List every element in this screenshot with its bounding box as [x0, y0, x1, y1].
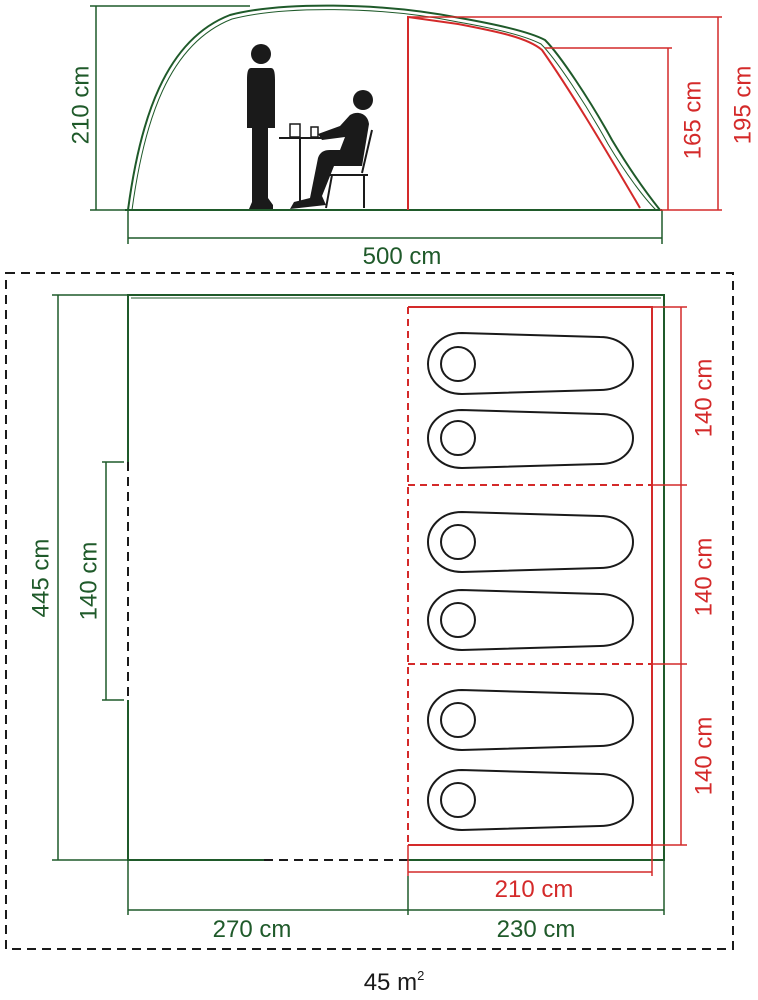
- bedroom-outer-outline: [408, 306, 653, 846]
- height-label: 210 cm: [67, 66, 94, 145]
- sleeping-bag-icon: [426, 768, 635, 832]
- area-value: 45 m: [364, 969, 417, 996]
- sleeping-bag-icon: [426, 688, 635, 752]
- bedroom-3-label: 140 cm: [690, 717, 717, 796]
- depth-label: 445 cm: [27, 539, 54, 618]
- outer-height-label: 195 cm: [729, 66, 756, 145]
- side-view: 210 cm 500 cm 165 cm 195 cm: [67, 4, 756, 270]
- bedroom-width-label: 230 cm: [497, 916, 576, 943]
- bedroom-inner-label: 210 cm: [495, 876, 574, 903]
- table-icon: [279, 123, 322, 206]
- area-label: 45 m2: [364, 968, 425, 996]
- tent-side-outline-inner: [131, 9, 657, 211]
- sleeping-bag-icon: [426, 588, 635, 652]
- chair-icon: [325, 129, 373, 209]
- tent-side-outline: [127, 4, 661, 211]
- floor-plan: 445 cm 140 cm: [5, 272, 734, 996]
- sleeping-bag-icon: [426, 331, 635, 396]
- living-width-label: 270 cm: [213, 916, 292, 943]
- sleeping-bags: [426, 331, 635, 832]
- sleeping-bag-icon: [426, 408, 635, 470]
- standing-person-icon: [247, 44, 275, 209]
- bedroom-side-outline: [407, 15, 641, 210]
- bedroom-height-label: 165 cm: [679, 81, 706, 160]
- seated-person-icon: [290, 90, 373, 209]
- area-superscript: 2: [417, 968, 424, 983]
- bedroom-2-label: 140 cm: [690, 538, 717, 617]
- length-label: 500 cm: [363, 243, 442, 270]
- sleeping-bag-icon: [426, 510, 635, 574]
- footprint-outline: [5, 272, 734, 950]
- door-label: 140 cm: [75, 542, 102, 621]
- bedroom-1-label: 140 cm: [690, 359, 717, 438]
